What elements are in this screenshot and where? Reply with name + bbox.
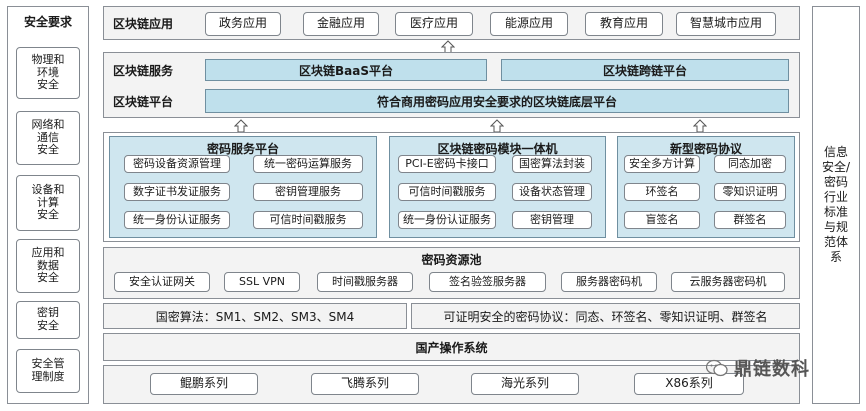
crypto-service-title: 密码服务平台 — [206, 142, 279, 156]
cpu-item: X86系列 — [634, 373, 744, 395]
cross-chain-platform: 区块链跨链平台 — [501, 59, 789, 81]
platform-label: 区块链平台 — [113, 94, 174, 109]
app-layer-label: 区块链应用 — [113, 16, 174, 31]
crypto-service-item: 可信时间戳服务 — [253, 211, 363, 229]
crypto-service-item: 密码设备资源管理 — [124, 155, 230, 173]
service-platform-layer: 区块链服务 区块链BaaS平台 区块链跨链平台 区块链平台 符合商用密码应用安全… — [103, 52, 800, 118]
crypto-service-item: 统一密码运算服务 — [253, 155, 363, 173]
pool-title: 密码资源池 — [421, 253, 482, 267]
crypto-module-item: 密钥管理 — [512, 211, 592, 229]
req-device: 设备和 计算 安全 — [16, 175, 80, 231]
crypto-resource-pool: 密码资源池 安全认证网关 SSL VPN 时间戳服务器 签名验签服务器 服务器密… — [103, 247, 800, 299]
crypto-module-item: PCI-E密码卡接口 — [398, 155, 496, 173]
pool-item: 时间戳服务器 — [317, 272, 413, 292]
crypto-service-item: 统一身份认证服务 — [124, 211, 230, 229]
arrow-up-icon — [490, 119, 504, 133]
security-requirements-panel: 安全要求 物理和 环境 安全 网络和 通信 安全 设备和 计算 安全 应用和 数… — [7, 6, 89, 404]
req-app-data: 应用和 数据 安全 — [16, 239, 80, 293]
domestic-os: 国产操作系统 — [103, 333, 800, 361]
app-gov: 政务应用 — [205, 12, 281, 36]
protocol-item: 群签名 — [714, 211, 786, 229]
national-algo-text: 国密算法：SM1、SM2、SM3、SM4 — [155, 309, 355, 324]
arrow-up-icon — [234, 119, 248, 133]
pool-item: 签名验签服务器 — [429, 272, 546, 292]
cpu-layer: 鲲鹏系列 飞腾系列 海光系列 X86系列 — [103, 365, 800, 404]
national-algo: 国密算法：SM1、SM2、SM3、SM4 — [103, 303, 407, 329]
new-protocol-title: 新型密码协议 — [669, 142, 742, 156]
cpu-item: 鲲鹏系列 — [150, 373, 258, 395]
crypto-service-item: 密钥管理服务 — [253, 183, 363, 201]
crypto-module-item: 可信时间戳服务 — [398, 183, 496, 201]
os-label: 国产操作系统 — [415, 340, 488, 355]
standards-text: 信息安全/密码行业标准与规范体系 — [821, 145, 851, 264]
req-key: 密钥 安全 — [16, 301, 80, 339]
crypto-module-appliance: 区块链密码模块一体机 PCI-E密码卡接口 国密算法封装 可信时间戳服务 设备状… — [389, 136, 606, 238]
req-physical: 物理和 环境 安全 — [16, 47, 80, 99]
protocol-item: 安全多方计算 — [624, 155, 700, 173]
pool-item: 安全认证网关 — [114, 272, 210, 292]
crypto-service-platform: 密码服务平台 密码设备资源管理 统一密码运算服务 数字证书发证服务 密钥管理服务… — [109, 136, 377, 238]
pool-item: 云服务器密码机 — [671, 272, 785, 292]
base-platform-bar: 符合商用密码应用安全要求的区块链底层平台 — [205, 89, 789, 113]
cpu-item: 海光系列 — [471, 373, 579, 395]
watermark: 鼎链数科 — [706, 348, 818, 388]
protocol-item: 盲签名 — [624, 211, 700, 229]
pool-item: SSL VPN — [224, 272, 300, 292]
provable-protocols-text: 可证明安全的密码协议：同态、环签名、零知识证明、群签名 — [443, 309, 768, 324]
protocol-item: 零知识证明 — [714, 183, 786, 201]
app-smart-city: 智慧城市应用 — [676, 12, 776, 36]
crypto-module-item: 设备状态管理 — [512, 183, 592, 201]
protocol-item: 环签名 — [624, 183, 700, 201]
crypto-module-title: 区块链密码模块一体机 — [437, 142, 558, 156]
req-network: 网络和 通信 安全 — [16, 111, 80, 165]
app-finance: 金融应用 — [303, 12, 379, 36]
arrow-up-icon — [693, 119, 707, 133]
watermark-text: 鼎链数科 — [734, 359, 810, 380]
new-crypto-protocol: 新型密码协议 安全多方计算 同态加密 环签名 零知识证明 盲签名 群签名 — [617, 136, 795, 238]
crypto-module-item: 国密算法封装 — [512, 155, 592, 173]
protocol-item: 同态加密 — [714, 155, 786, 173]
provable-protocols: 可证明安全的密码协议：同态、环签名、零知识证明、群签名 — [411, 303, 800, 329]
app-medical: 医疗应用 — [395, 12, 473, 36]
pool-item: 服务器密码机 — [561, 272, 657, 292]
baas-platform: 区块链BaaS平台 — [205, 59, 487, 81]
app-layer: 区块链应用 政务应用 金融应用 医疗应用 能源应用 教育应用 智慧城市应用 — [103, 6, 800, 40]
crypto-module-item: 统一身份认证服务 — [398, 211, 496, 229]
app-education: 教育应用 — [585, 12, 663, 36]
req-management: 安全管 理制度 — [16, 349, 80, 393]
security-requirements-title: 安全要求 — [23, 15, 72, 29]
cpu-item: 飞腾系列 — [311, 373, 419, 395]
wechat-logo-icon — [706, 359, 728, 377]
standards-panel: 信息安全/密码行业标准与规范体系 — [812, 6, 860, 404]
crypto-service-item: 数字证书发证服务 — [124, 183, 230, 201]
app-energy: 能源应用 — [490, 12, 568, 36]
service-label: 区块链服务 — [113, 63, 174, 78]
